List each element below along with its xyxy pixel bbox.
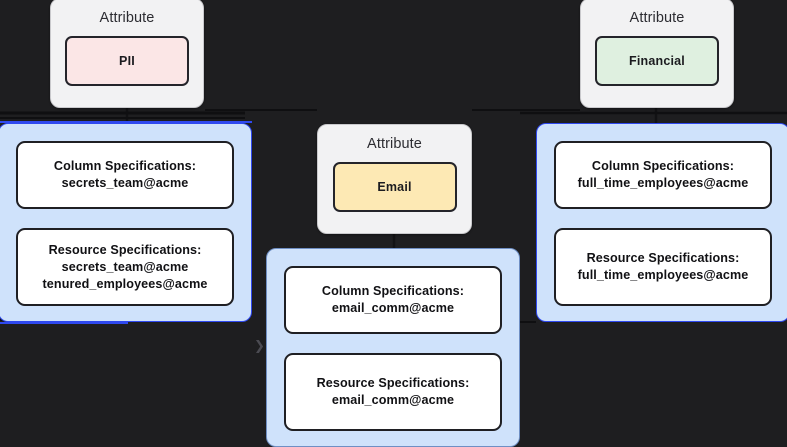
spec-box-column-specifications[interactable]: Column Specifications: email_comm@acme	[284, 266, 502, 334]
attribute-card-pii[interactable]: Attribute PII	[50, 0, 204, 108]
spec-box-column-specifications[interactable]: Column Specifications: secrets_team@acme	[16, 141, 234, 209]
spec-box-resource-specifications[interactable]: Resource Specifications: email_comm@acme	[284, 353, 502, 431]
attribute-chip-email[interactable]: Email	[332, 162, 457, 212]
spec-heading: Column Specifications:	[321, 284, 465, 298]
attribute-card-financial[interactable]: Attribute Financial	[580, 0, 734, 108]
attribute-chip-financial[interactable]: Financial	[595, 36, 719, 86]
attribute-card-title: Attribute	[99, 10, 155, 26]
spec-heading: Resource Specifications:	[48, 242, 202, 257]
selection-strip-pii-top	[0, 121, 252, 123]
spec-heading: Resource Specifications:	[316, 376, 470, 390]
spec-value: full_time_employees@acme	[577, 176, 749, 190]
attribute-card-email[interactable]: Attribute Email	[317, 124, 472, 234]
spec-group-financial[interactable]: Column Specifications: full_time_employe…	[536, 123, 787, 322]
spec-group-email[interactable]: Column Specifications: email_comm@acme R…	[266, 248, 520, 447]
spec-heading: Resource Specifications:	[586, 251, 740, 265]
spec-box-resource-specifications[interactable]: Resource Specifications: full_time_emplo…	[554, 228, 772, 306]
spec-value: full_time_employees@acme	[577, 268, 749, 282]
spec-value: email_comm@acme	[331, 393, 455, 407]
chevron-right-icon[interactable]: ❯	[254, 339, 265, 354]
selection-strip-pii-bottom	[0, 322, 128, 324]
attribute-chip-pii[interactable]: PII	[65, 36, 189, 86]
attribute-card-title: Attribute	[367, 136, 422, 152]
spec-box-column-specifications[interactable]: Column Specifications: full_time_employe…	[554, 141, 772, 209]
spec-value: secrets_team@acme	[61, 176, 189, 190]
spec-group-pii[interactable]: Column Specifications: secrets_team@acme…	[0, 123, 252, 322]
spec-heading: Column Specifications:	[53, 159, 197, 173]
attribute-card-title: Attribute	[629, 10, 685, 26]
spec-value: email_comm@acme	[331, 301, 455, 315]
spec-value: secrets_team@acme	[61, 259, 189, 274]
spec-box-resource-specifications[interactable]: Resource Specifications: secrets_team@ac…	[16, 228, 234, 306]
spec-heading: Column Specifications:	[591, 159, 735, 173]
spec-value: tenured_employees@acme	[42, 276, 208, 291]
